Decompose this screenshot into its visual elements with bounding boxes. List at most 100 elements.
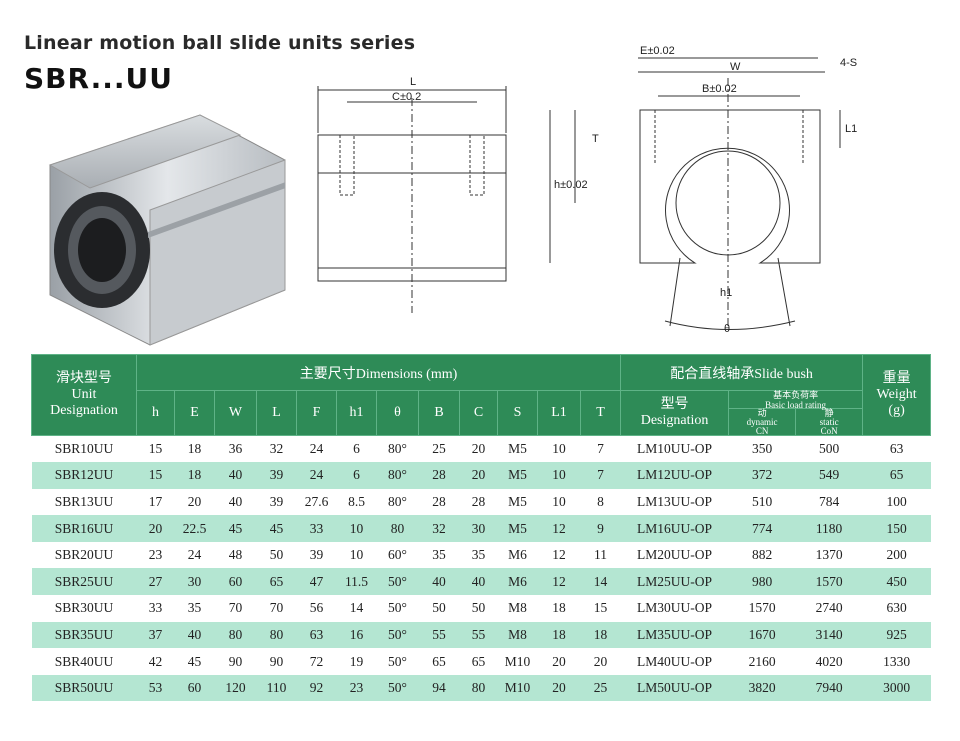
table-cell: 36 xyxy=(228,441,243,457)
table-cell: 24 xyxy=(187,547,202,563)
table-cell: 14 xyxy=(349,600,364,616)
table-cell: 14 xyxy=(580,568,621,596)
table-cell: 35 xyxy=(471,547,486,563)
col-B: B xyxy=(418,390,460,436)
table-cell: LM35UU-OP xyxy=(620,621,729,649)
table-cell: 17 xyxy=(148,493,163,509)
table-cell: 92 xyxy=(296,674,337,702)
table-cell: 1370 xyxy=(815,547,843,563)
table-cell: 1570 xyxy=(795,568,863,596)
col-L: L xyxy=(256,390,297,436)
slide-bush-header: 配合直线轴承Slide bush xyxy=(620,354,864,391)
table-cell: SBR13UU xyxy=(54,493,114,509)
table-cell: 6 xyxy=(353,441,360,457)
dim-theta-label: θ xyxy=(724,323,730,335)
table-cell: SBR16UU xyxy=(31,515,137,542)
table-cell: 23 xyxy=(336,674,377,702)
table-cell: M5 xyxy=(508,441,527,457)
table-cell: SBR50UU xyxy=(31,674,137,702)
table-cell: 32 xyxy=(269,441,284,457)
table-cell: 40 xyxy=(228,493,243,509)
model-title: SBR...UU xyxy=(24,62,173,95)
table-cell: 1670 xyxy=(728,621,796,649)
table-cell: 15 xyxy=(148,441,163,457)
table-cell: 7 xyxy=(597,441,604,457)
table-cell: 4020 xyxy=(815,653,843,669)
table-cell: 20 xyxy=(187,493,202,509)
table-cell: 27.6 xyxy=(304,493,329,509)
table-cell: 80° xyxy=(388,493,407,509)
table-cell: 18 xyxy=(187,441,202,457)
table-cell: 120 xyxy=(214,674,257,702)
table-cell: 10 xyxy=(336,515,377,542)
table-cell: 47 xyxy=(296,568,337,596)
table-cell: 882 xyxy=(751,547,773,563)
table-cell: 3000 xyxy=(862,674,931,702)
table-cell: 50 xyxy=(471,600,486,616)
col-C: C xyxy=(459,390,498,436)
col-bush-designation: 型号 Designation xyxy=(620,390,730,436)
table-cell: 40 xyxy=(459,568,498,596)
dim-W-label: W xyxy=(730,61,741,73)
table-cell: 50° xyxy=(388,600,407,616)
table-cell: 25 xyxy=(580,674,621,702)
table-cell: 450 xyxy=(862,568,931,596)
table-cell: 15 xyxy=(593,600,608,616)
dim-T-label: T xyxy=(592,133,599,145)
table-cell: 65 xyxy=(432,653,446,669)
table-cell: 40 xyxy=(214,462,257,489)
table-cell: 40 xyxy=(418,568,460,596)
table-cell: LM13UU-OP xyxy=(637,493,713,509)
table-cell: M6 xyxy=(508,547,527,563)
dim-h1-label: h1 xyxy=(720,287,732,299)
table-cell: 32 xyxy=(418,515,460,542)
table-cell: 980 xyxy=(728,568,796,596)
table-cell: M6 xyxy=(497,568,538,596)
table-cell: 1570 xyxy=(748,600,776,616)
table-cell: LM50UU-OP xyxy=(620,674,729,702)
table-cell: SBR25UU xyxy=(31,568,137,596)
table-cell: SBR40UU xyxy=(54,653,114,669)
table-cell: 30 xyxy=(459,515,498,542)
table-cell: M8 xyxy=(508,600,527,616)
weight-header: 重量 Weight (g) xyxy=(862,354,932,436)
table-cell: 28 xyxy=(432,493,446,509)
table-cell: 10 xyxy=(537,462,581,489)
table-cell: 8.5 xyxy=(348,493,365,509)
table-cell: SBR10UU xyxy=(54,441,114,457)
table-cell: LM16UU-OP xyxy=(620,515,729,542)
table-cell: 90 xyxy=(269,653,284,669)
dim-h-label: h±0.02 xyxy=(554,179,588,191)
table-cell: 60° xyxy=(388,547,407,563)
col-W: W xyxy=(214,390,257,436)
table-cell: 24 xyxy=(296,462,337,489)
table-cell: 10 xyxy=(552,441,566,457)
table-cell: 20 xyxy=(593,653,608,669)
table-cell: 50° xyxy=(376,621,419,649)
table-cell: 55 xyxy=(418,621,460,649)
table-cell: 63 xyxy=(889,441,904,457)
table-cell: 11 xyxy=(594,547,608,563)
table-cell: 35 xyxy=(432,547,446,563)
table-cell: M8 xyxy=(497,621,538,649)
table-cell: 48 xyxy=(228,547,243,563)
table-cell: 50° xyxy=(376,568,419,596)
table-cell: 80° xyxy=(388,441,407,457)
table-cell: SBR30UU xyxy=(54,600,114,616)
table-cell: 27 xyxy=(136,568,175,596)
table-cell: 70 xyxy=(269,600,284,616)
table-cell: 94 xyxy=(418,674,460,702)
table-cell: 200 xyxy=(886,547,907,563)
col-static: 静 static CoN xyxy=(795,409,862,436)
table-cell: 774 xyxy=(728,515,796,542)
table-cell: LM25UU-OP xyxy=(620,568,729,596)
table-cell: 18 xyxy=(537,621,581,649)
spec-table: 滑块型号 Unit Designation 主要尺寸Dimensions (mm… xyxy=(31,354,932,702)
table-cell: 65 xyxy=(256,568,297,596)
table-cell: 18 xyxy=(174,462,215,489)
col-E: E xyxy=(174,390,215,436)
table-cell: 50° xyxy=(388,653,407,669)
